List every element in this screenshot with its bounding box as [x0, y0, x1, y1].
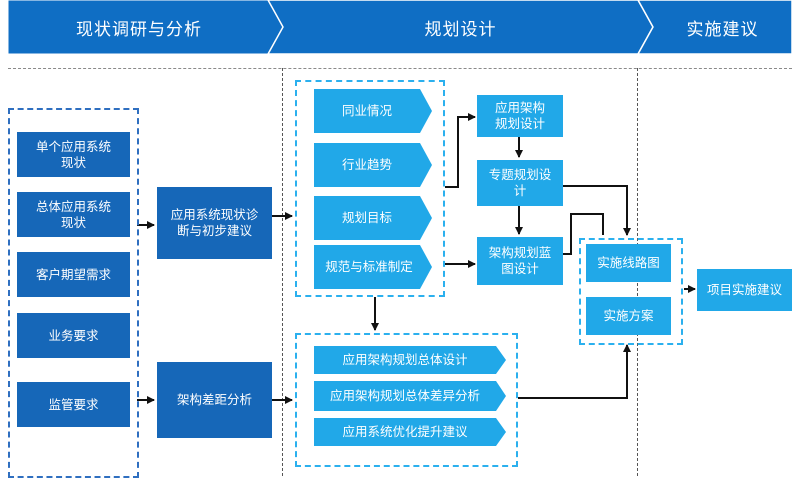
blueprint-design-box: 架构规划蓝 图设计 — [477, 237, 563, 285]
research-group-frame — [8, 108, 139, 478]
overall-item-optimization: 应用系统优化提升建议 — [342, 424, 468, 439]
input-item-goal-shape — [314, 196, 432, 240]
overall-item-design-shape — [314, 346, 506, 374]
arrow-blueprint-to-implementation — [563, 213, 604, 255]
input-item-standard-shape — [314, 245, 432, 289]
overall-item-design: 应用架构规划总体设计 — [342, 352, 468, 367]
arrow-overall-to-implementation — [518, 344, 631, 399]
phase-title-implementation: 实施建议 — [686, 19, 759, 40]
arrow-topic-to-implementation — [563, 185, 631, 236]
overall-item-gap-shape — [314, 381, 506, 411]
input-item-goal: 规划目标 — [341, 210, 392, 225]
project-implementation-advice-box: 项目实施建议 — [697, 269, 792, 311]
research-item-business-requirement: 业务要求 — [17, 313, 130, 358]
topic-planning-design-box: 专题规划设 计 — [477, 160, 563, 206]
phase-banner — [7, 0, 793, 55]
input-item-peer-shape — [314, 89, 432, 133]
phase-title-design: 规划设计 — [424, 19, 497, 40]
input-item-trend-shape — [314, 143, 432, 187]
arrow-inputs-to-app-arch — [445, 113, 476, 188]
phase-banner-implementation — [636, 0, 793, 55]
overall-item-gap: 应用架构规划总体差异分析 — [329, 388, 480, 403]
app-architecture-design-box: 应用架构 规划设计 — [477, 95, 563, 137]
phase-top-divider — [8, 68, 792, 69]
phase-title-research: 现状调研与分析 — [76, 19, 202, 40]
research-item-single-app: 单个应用系统 现状 — [17, 132, 130, 177]
input-item-peer: 同业情况 — [341, 103, 392, 118]
implementation-roadmap-box: 实施线路图 — [586, 244, 671, 282]
architecture-gap-analysis-box: 架构差距分析 — [157, 362, 272, 438]
research-item-regulatory-requirement: 监管要求 — [17, 382, 130, 427]
implementation-group-frame — [579, 238, 683, 345]
input-item-trend: 行业趋势 — [341, 157, 392, 172]
phase-divider-left — [282, 68, 283, 476]
overall-design-group-frame — [295, 333, 518, 467]
research-item-overall-app: 总体应用系统 现状 — [17, 192, 130, 237]
research-item-customer-expectation: 客户期望需求 — [17, 252, 130, 297]
inputs-group-frame — [295, 80, 445, 297]
implementation-plan-box: 实施方案 — [586, 297, 671, 335]
input-item-standard: 规范与标准制定 — [325, 259, 413, 274]
overall-item-optimization-shape — [314, 418, 506, 446]
current-status-diagnosis-box: 应用系统现状诊 断与初步建议 — [157, 187, 272, 259]
